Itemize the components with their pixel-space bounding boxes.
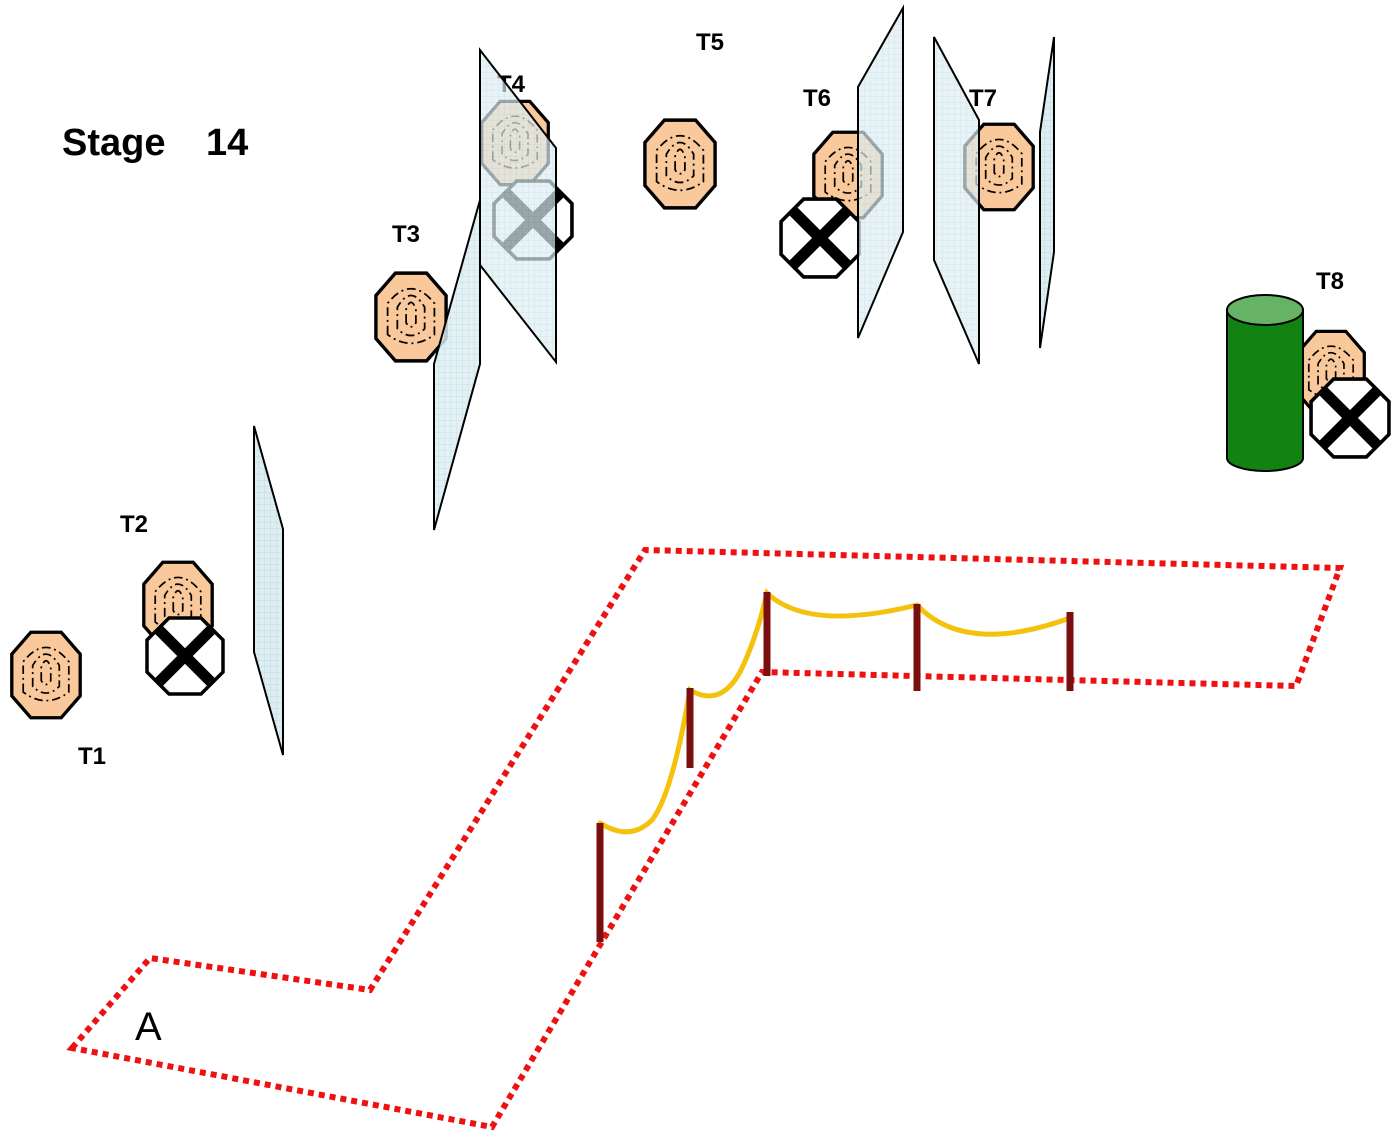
target-t5: T5 [643,29,724,210]
wall-1 [253,425,284,756]
shooting-area [66,546,1345,1131]
stage-title-label: Stage [62,122,165,164]
shoot-target-t1 [9,630,83,720]
target-label-t7: T7 [969,85,997,112]
target-t8: T8 [1226,268,1389,472]
barrel-top [1226,294,1304,326]
area-label: A [135,1005,162,1049]
target-t2: T2 [120,511,223,694]
hard-cover-walls [253,4,1055,756]
no-shoot-t6 [781,199,859,277]
wall-4 [857,4,904,339]
target-label-t1: T1 [78,743,106,770]
target-label-t5: T5 [696,29,724,56]
rope-barrier [596,588,1074,942]
barrel-body [1226,309,1304,472]
target-t3: T3 [374,221,448,363]
barrel [1226,294,1304,472]
target-label-t6: T6 [803,85,831,112]
wall-2 [433,199,481,531]
rope [597,588,1073,835]
target-t7: T7 [962,85,1036,212]
stage-title-number: 14 [206,122,248,164]
shoot-target-t5 [643,118,717,210]
target-label-t8: T8 [1316,268,1344,295]
wall-3 [479,47,557,365]
target-label-t3: T3 [392,221,420,248]
target-t6: T6 [781,85,885,277]
target-label-t2: T2 [120,511,148,538]
target-t1: T1 [9,630,106,770]
shoot-target-t3 [374,271,448,363]
fault-line-outer [66,546,1345,1131]
no-shoot-t8 [1311,379,1389,457]
no-shoot-t2 [147,618,223,694]
stage-title: Stage 14 [62,122,248,164]
wall-5 [933,36,980,365]
wall-6 [1039,36,1055,349]
